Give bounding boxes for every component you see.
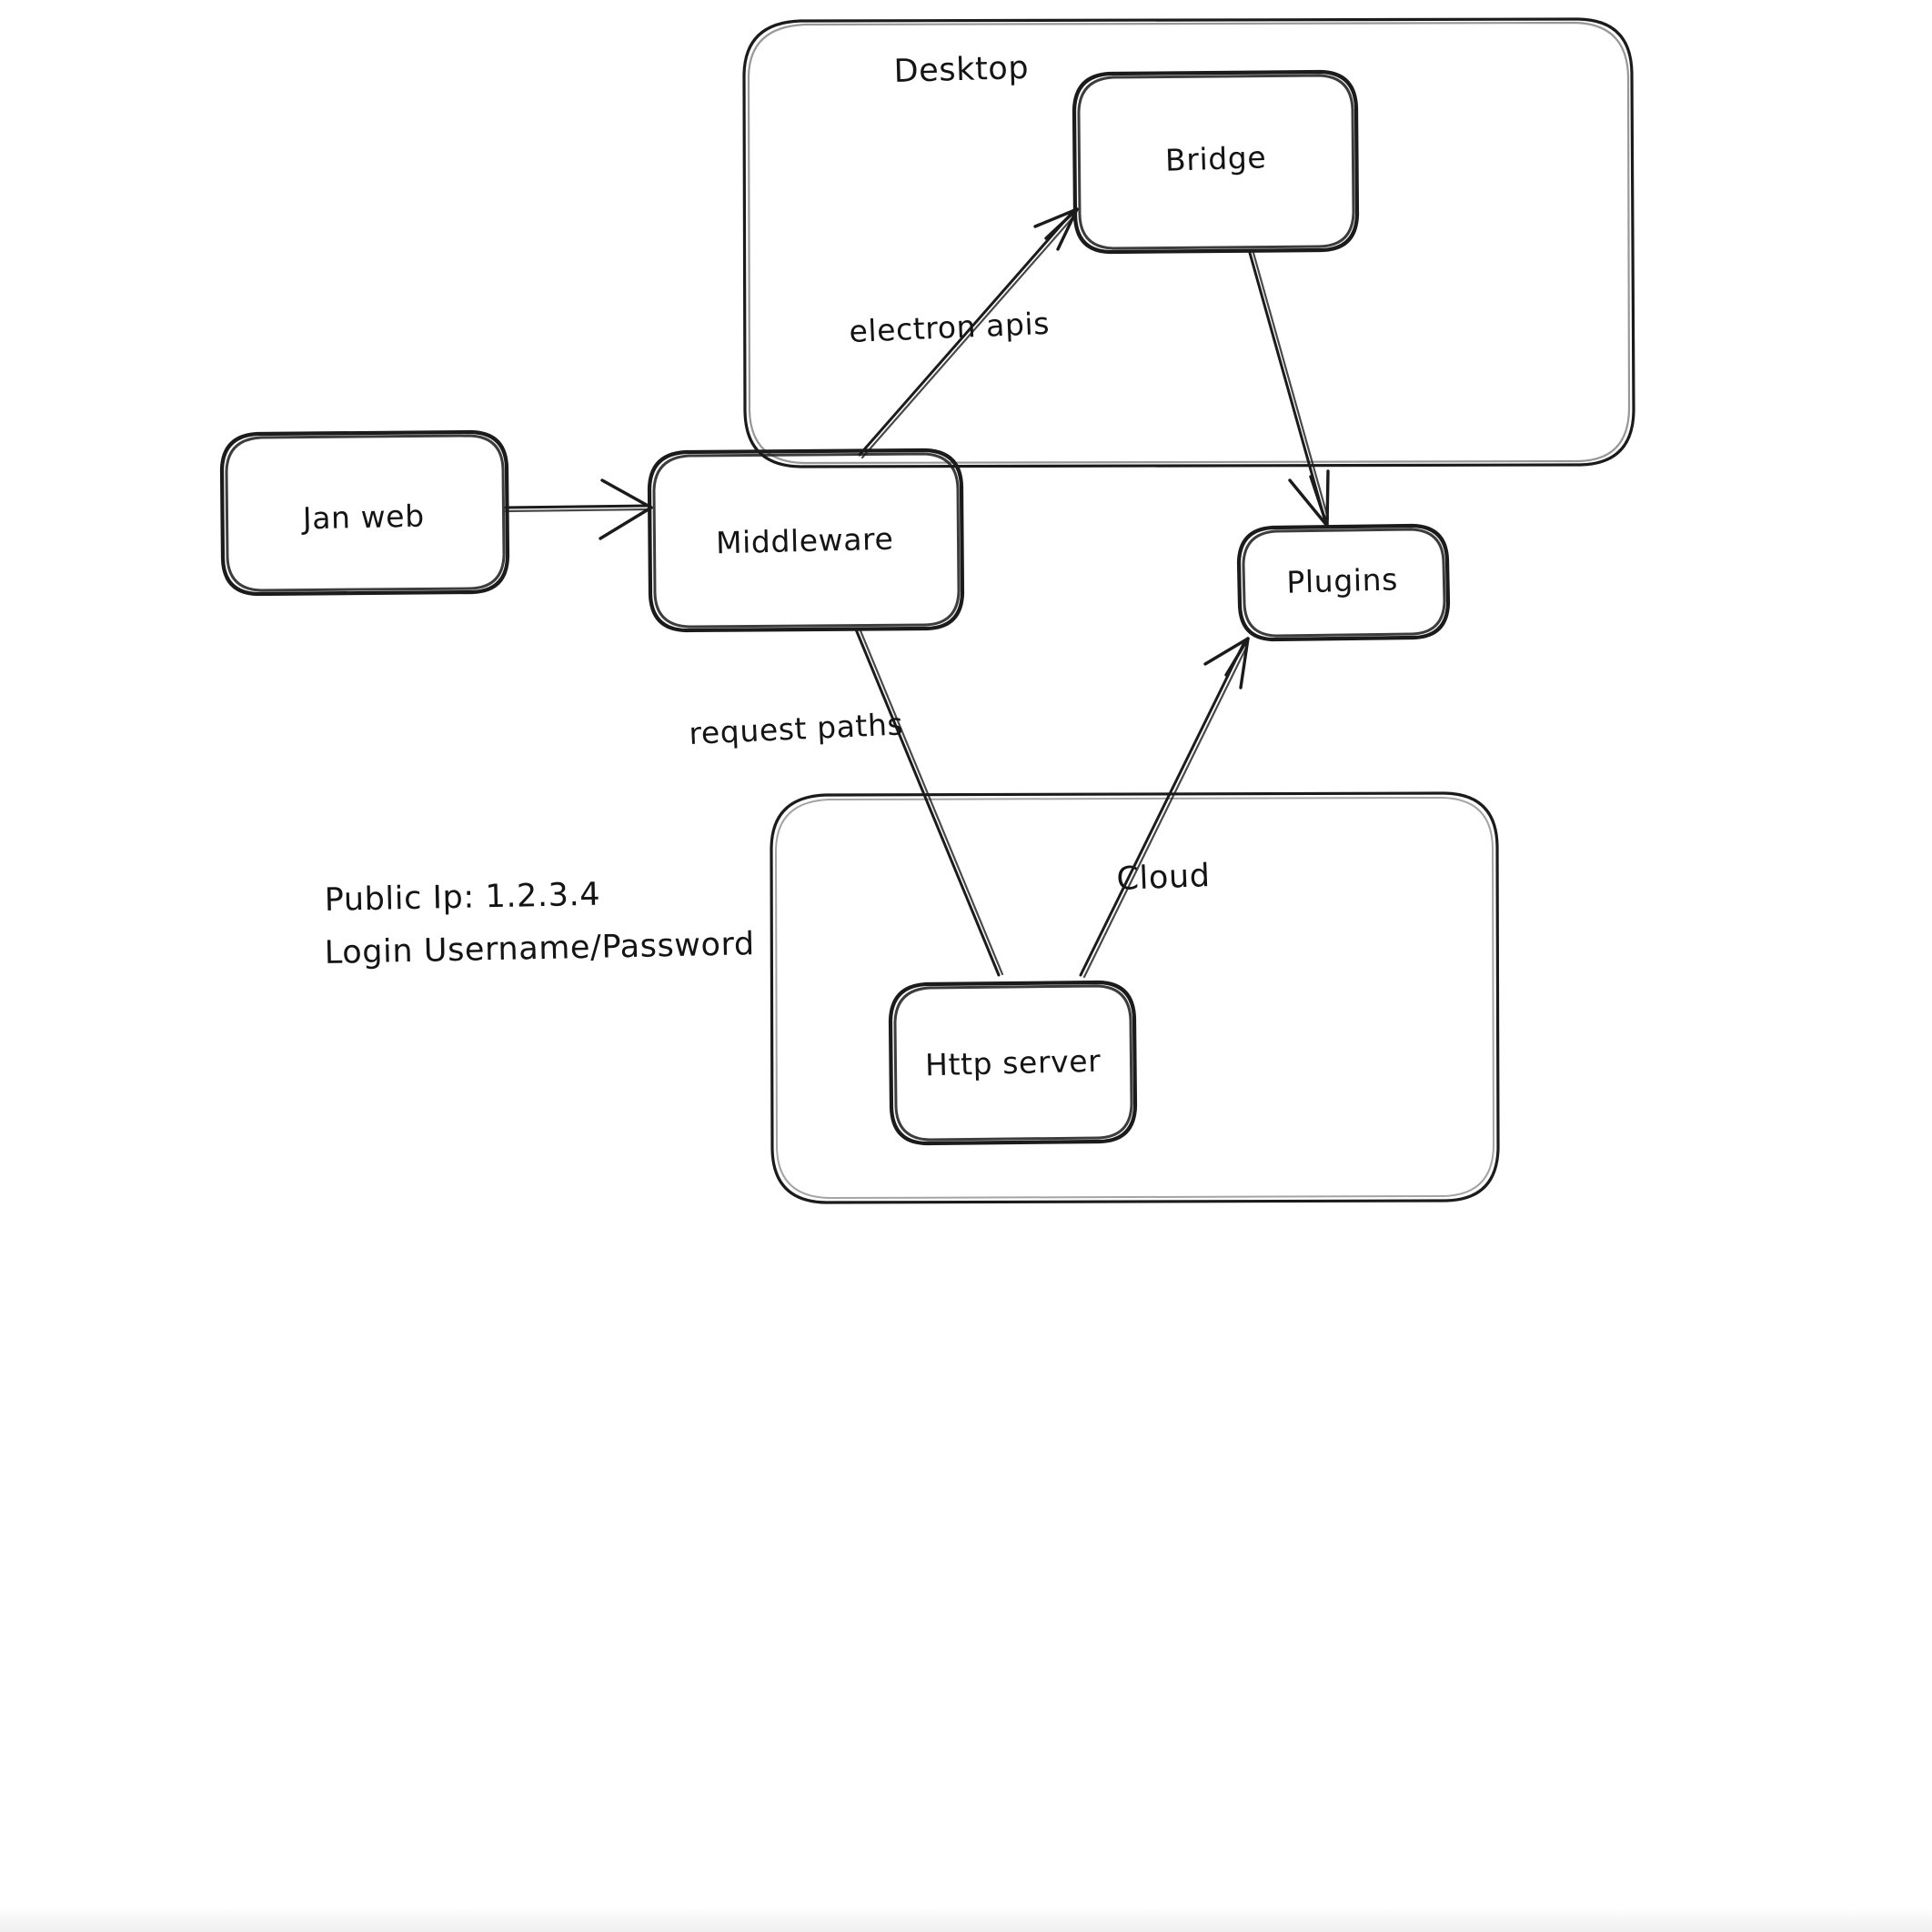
node-plugins-label: Plugins [1286, 561, 1398, 599]
node-http-server-label: Http server [925, 1043, 1102, 1083]
node-jan-web-label: Jan web [300, 498, 425, 537]
edge-label-electron-apis: electron apis [849, 306, 1051, 349]
node-bridge[interactable]: Bridge [1072, 69, 1360, 255]
edge-janweb-middleware[interactable] [504, 478, 653, 540]
note-login: Login Username/Password [324, 926, 755, 971]
node-bridge-label: Bridge [1164, 139, 1266, 177]
container-cloud-label: Cloud [1116, 858, 1211, 898]
node-middleware[interactable]: Middleware [647, 448, 965, 633]
notes-block: Public Ip: 1.2.3.4 Login Username/Passwo… [324, 877, 755, 971]
edge-middleware-bridge[interactable]: electron apis [849, 207, 1079, 459]
node-jan-web[interactable]: Jan web [219, 429, 510, 597]
container-desktop[interactable]: Desktop [742, 17, 1635, 468]
architecture-diagram: Desktop Cloud electron apis [219, 17, 1635, 1204]
node-http-server[interactable]: Http server [888, 980, 1138, 1146]
container-cloud[interactable]: Cloud [770, 791, 1500, 1204]
container-desktop-label: Desktop [893, 50, 1030, 90]
edge-label-request-paths: request paths [689, 706, 904, 751]
edge-bridge-plugins[interactable] [1248, 251, 1330, 528]
bottom-edge-band [0, 1908, 1932, 1932]
node-middleware-label: Middleware [716, 521, 894, 561]
edge-httpserver-middleware[interactable]: request paths [689, 627, 1004, 977]
node-plugins[interactable]: Plugins [1236, 523, 1451, 642]
edge-httpserver-plugins[interactable] [1079, 637, 1250, 979]
note-public-ip: Public Ip: 1.2.3.4 [324, 877, 600, 919]
